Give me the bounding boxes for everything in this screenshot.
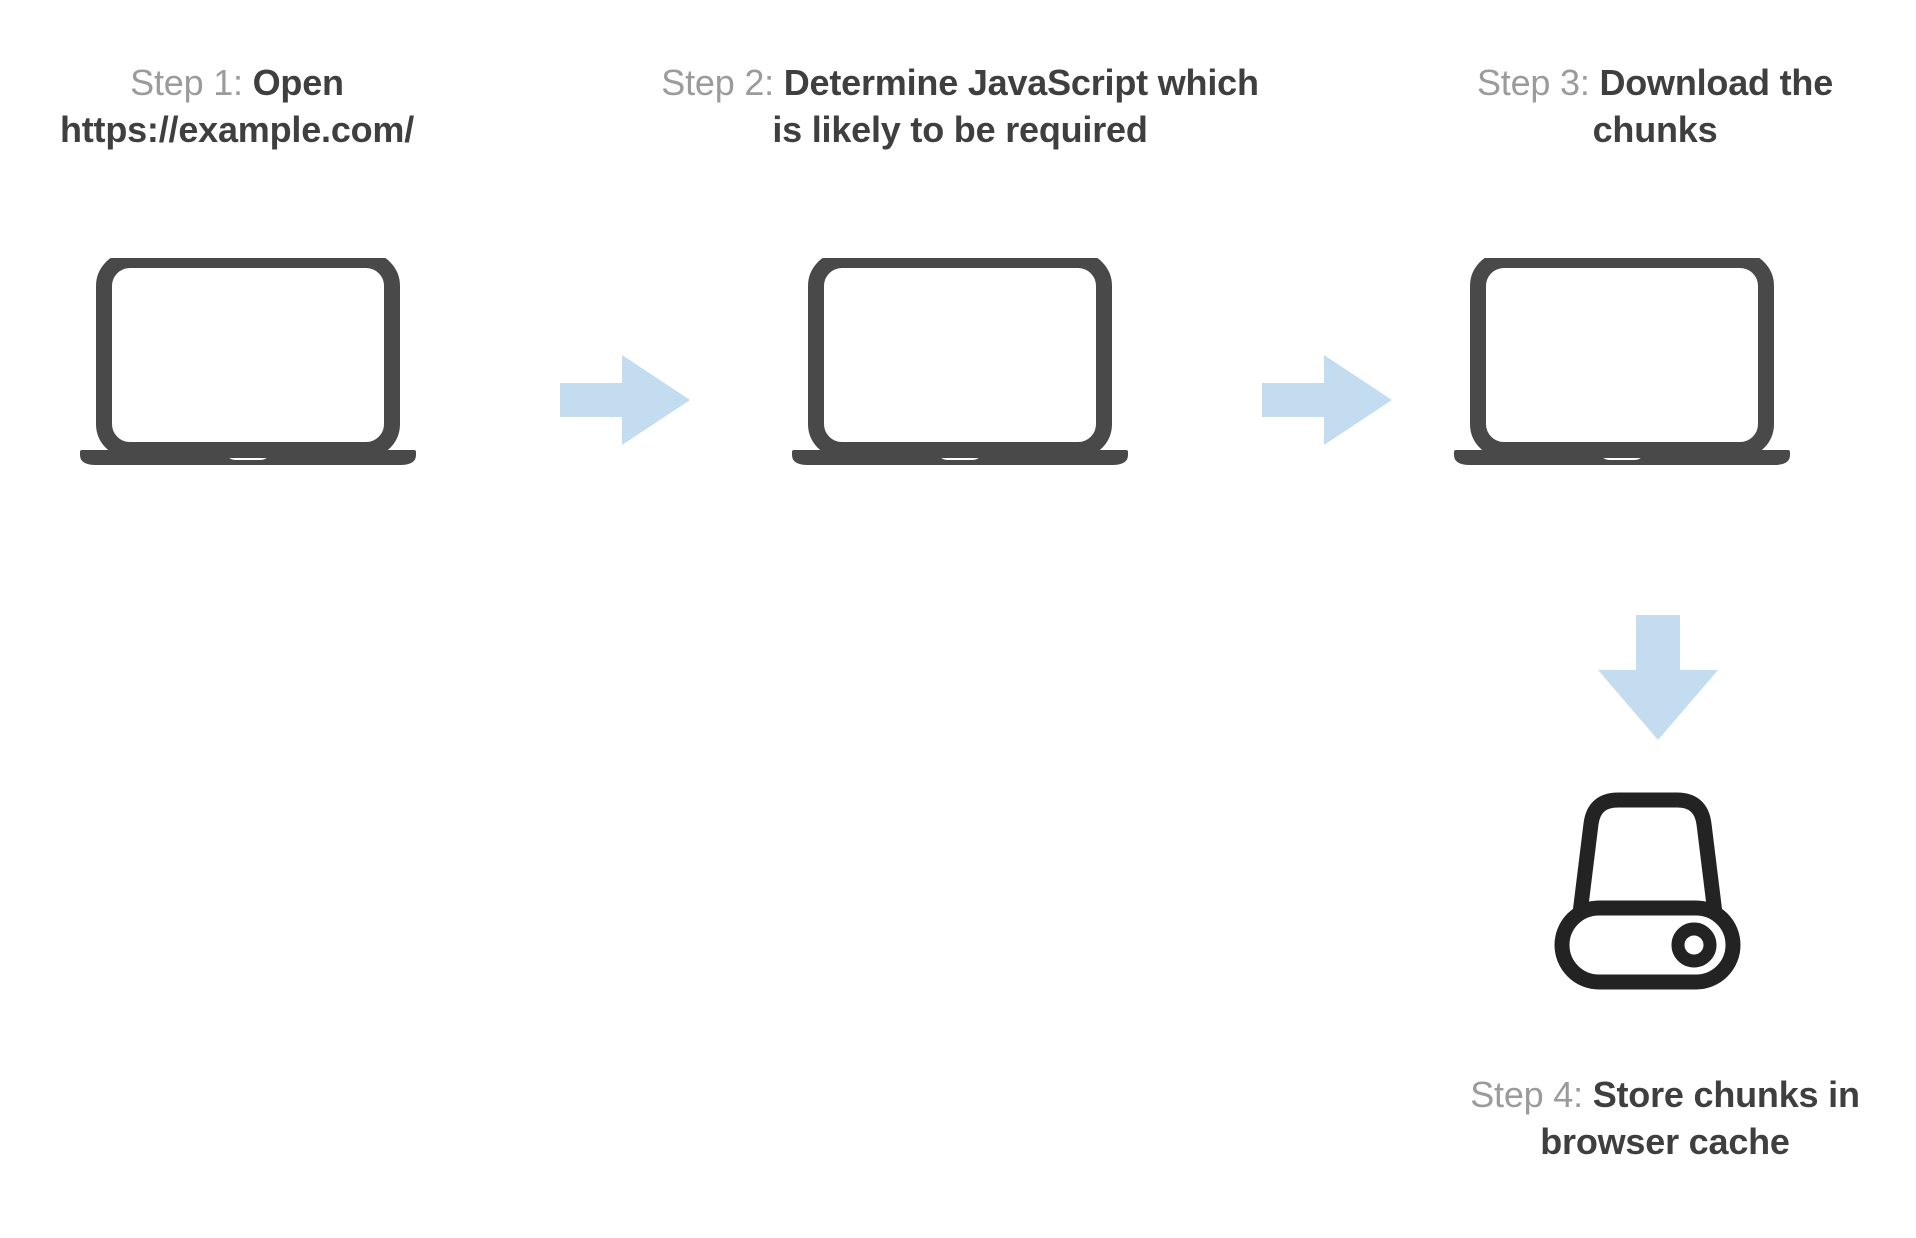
step-3-label: Step 3: xyxy=(1476,62,1600,103)
step-1-caption: Step 1: Open https://example.com/ xyxy=(22,60,452,154)
step-2-caption: Step 2: Determine JavaScript which is li… xyxy=(650,60,1270,154)
step-2-label: Step 2: xyxy=(661,62,784,103)
step-4-text: Store chunks in browser cache xyxy=(1540,1074,1860,1162)
laptop-icon xyxy=(78,258,418,473)
laptop-icon xyxy=(1452,258,1792,473)
step-1-text: Open https://example.com/ xyxy=(59,62,415,150)
step-2-text: Determine JavaScript which is likely to … xyxy=(772,62,1259,150)
step-3-caption: Step 3: Download the chunks xyxy=(1420,60,1890,154)
arrow-right-icon xyxy=(560,355,690,445)
step-4-caption: Step 4: Store chunks in browser cache xyxy=(1430,1072,1900,1166)
step-1-label: Step 1: xyxy=(130,62,253,103)
step-3-text: Download the chunks xyxy=(1592,62,1834,150)
arrow-down-icon xyxy=(1598,615,1718,740)
laptop-icon xyxy=(790,258,1130,473)
arrow-right-icon xyxy=(1262,355,1392,445)
step-4-label: Step 4: xyxy=(1470,1074,1593,1115)
storage-drive-icon xyxy=(1540,790,1755,990)
